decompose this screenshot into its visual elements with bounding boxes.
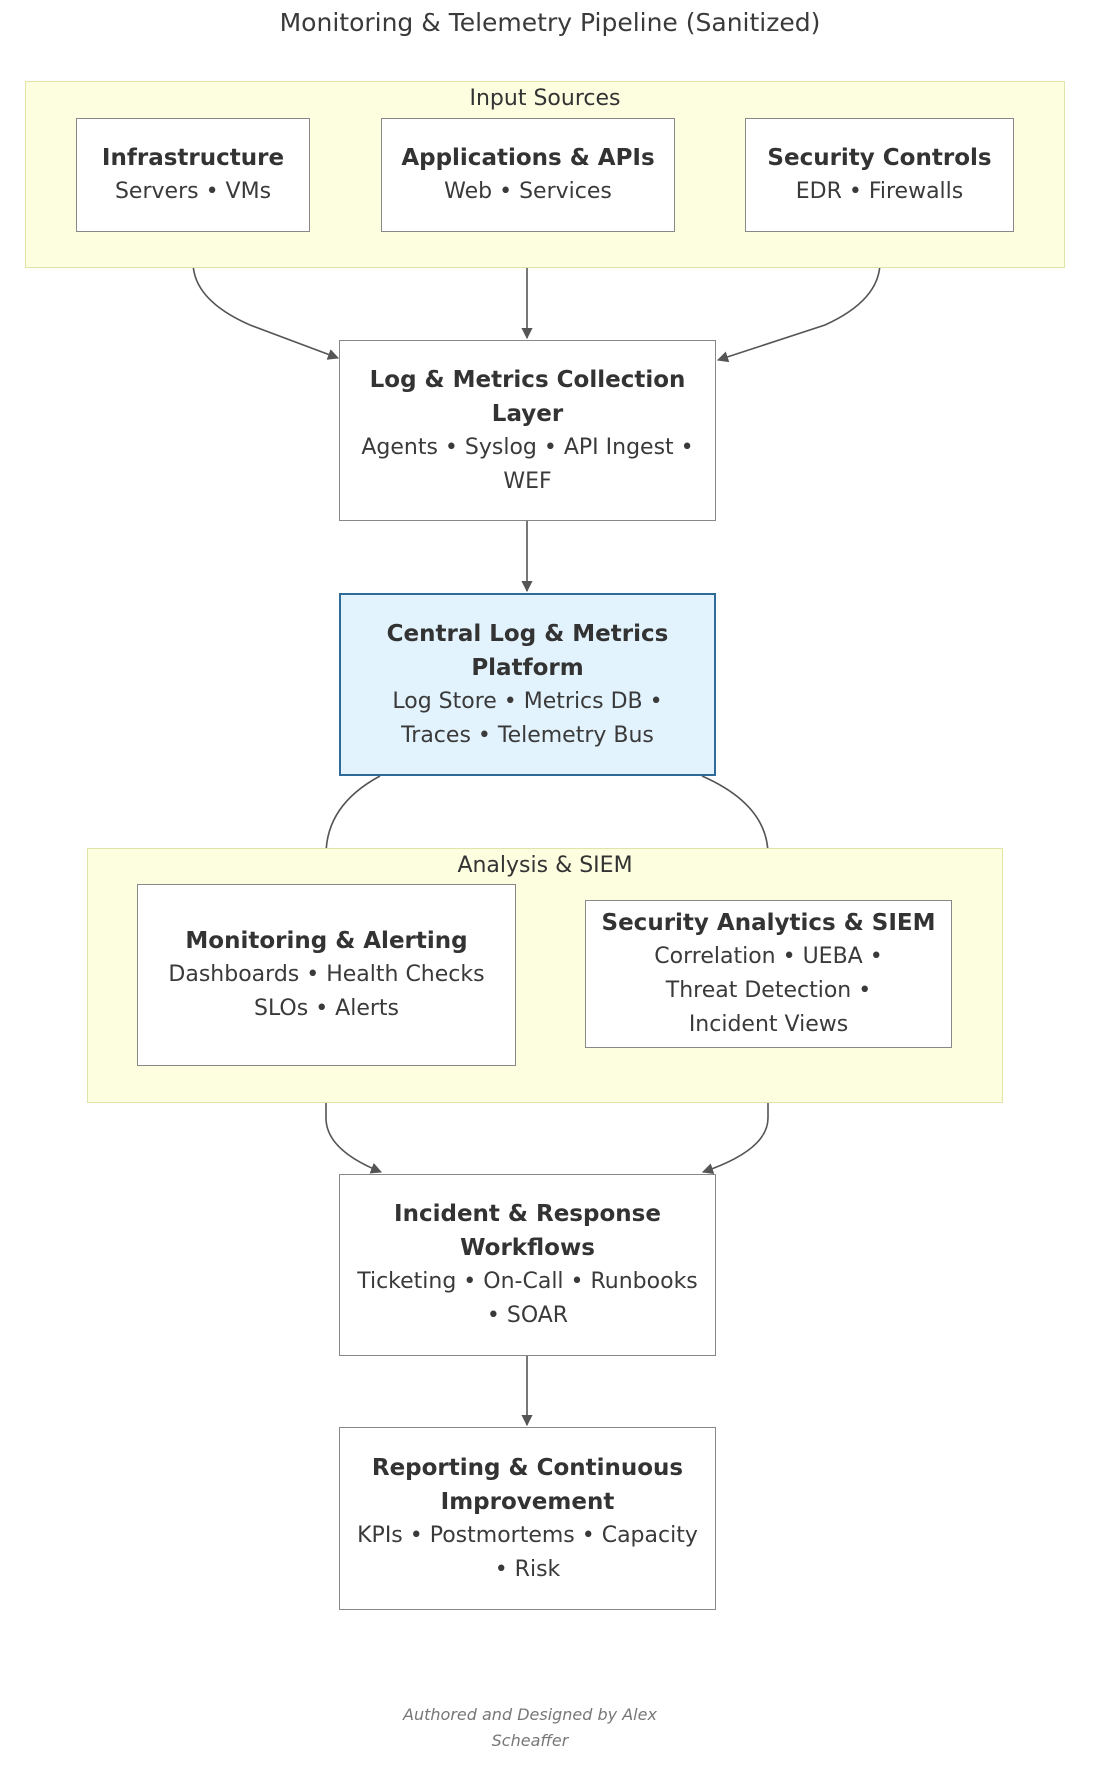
node-subtitle: Ticketing • On-Call • Runbooks • SOAR (357, 1269, 698, 1328)
node-title: Log & Metrics Collection Layer (369, 366, 686, 427)
node-title: Incident & Response Workflows (394, 1201, 661, 1261)
node-monitoring-alerting[interactable]: Monitoring & Alerting Dashboards • Healt… (137, 884, 516, 1066)
node-title: Security Controls (767, 145, 992, 171)
node-security-analytics-siem[interactable]: Security Analytics & SIEM Correlation • … (585, 900, 952, 1048)
edge-monitoring-incident (325, 1066, 383, 1174)
cluster-label: Analysis & SIEM (457, 853, 633, 878)
node-applications-apis[interactable]: Applications & APIs Web • Services (381, 118, 675, 232)
node-subtitle: Servers • VMs (114, 179, 272, 204)
node-title: Central Log & Metrics Platform (386, 620, 669, 681)
node-title: Reporting & Continuous Improvement (371, 1454, 684, 1515)
author-credit: Authored and Designed by Alex Scheaffer (330, 1702, 730, 1754)
node-title: Security Analytics & SIEM (601, 910, 936, 936)
edge-security-analytics-incident (701, 1048, 769, 1175)
node-security-controls[interactable]: Security Controls EDR • Firewalls (745, 118, 1014, 232)
node-subtitle: EDR • Firewalls (795, 179, 964, 204)
node-subtitle: KPIs • Postmortems • Capacity • Risk (357, 1522, 698, 1582)
node-subtitle: Correlation • UEBA • Threat Detection • … (654, 944, 883, 1037)
cluster-label: Input Sources (469, 86, 621, 111)
node-title: Infrastructure (101, 145, 285, 171)
node-collection-layer[interactable]: Log & Metrics Collection Layer Agents • … (339, 340, 716, 521)
node-subtitle: Dashboards • Health Checks SLOs • Alerts (168, 962, 485, 1021)
node-incident-response[interactable]: Incident & Response Workflows Ticketing … (339, 1174, 716, 1356)
node-title: Monitoring & Alerting (185, 928, 468, 954)
node-subtitle: Log Store • Metrics DB • Traces • Teleme… (392, 688, 663, 748)
node-infrastructure[interactable]: Infrastructure Servers • VMs (76, 118, 310, 232)
author-credit-line2: Scheaffer (491, 1731, 569, 1750)
node-reporting-improvement[interactable]: Reporting & Continuous Improvement KPIs … (339, 1427, 716, 1610)
node-central-platform[interactable]: Central Log & Metrics Platform Log Store… (339, 593, 716, 776)
node-title: Applications & APIs (401, 145, 655, 171)
author-credit-line1: Authored and Designed by Alex (403, 1705, 657, 1724)
node-subtitle: Agents • Syslog • API Ingest • WEF (361, 434, 694, 494)
diagram-title: Monitoring & Telemetry Pipeline (Sanitiz… (279, 8, 821, 37)
node-subtitle: Web • Services (444, 179, 612, 204)
